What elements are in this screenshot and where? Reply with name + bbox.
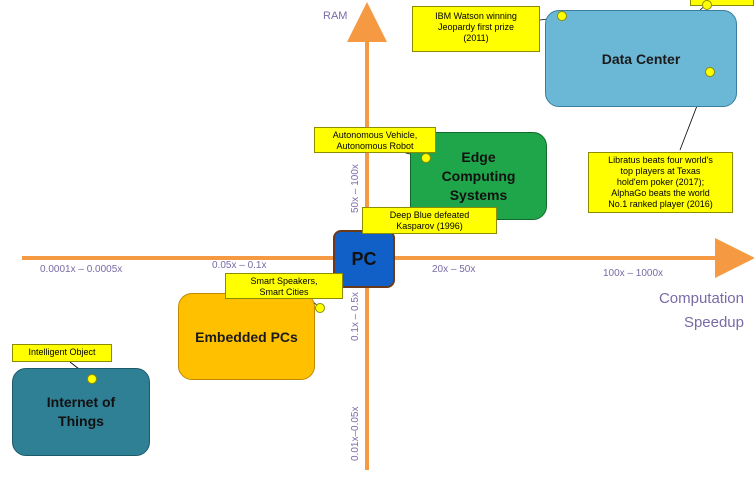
libratus-text-3: hold'em poker (2017); (616, 177, 705, 187)
y-tick-2: 0.1x – 0.5x (350, 292, 361, 341)
edge-computing-node: Edge Computing Systems (410, 132, 547, 220)
pc-label: PC (351, 248, 377, 269)
deepblue-text-1: Deep Blue defeated (389, 210, 470, 220)
libratus-text-4: AlphaGo beats the world (611, 188, 710, 198)
deepblue-text-2: Kasparov (1996) (396, 221, 463, 231)
libratus-text-2: top players at Texas (620, 166, 701, 176)
partial-callout-edge (690, 0, 754, 6)
watson-text-3: (2011) (463, 33, 489, 43)
data-center-node: Data Center (545, 10, 737, 107)
libratus-text-5: No.1 ranked player (2016) (608, 199, 713, 209)
watson-text-1: IBM Watson winning (435, 11, 517, 21)
embedded-label: Embedded PCs (195, 328, 298, 345)
autonomous-text-1: Autonomous Vehicle, (332, 130, 418, 140)
autonomous-anchor-dot (421, 153, 431, 163)
embedded-pcs-node: Embedded PCs (178, 293, 315, 380)
autonomous-text-2: Autonomous Robot (336, 141, 414, 151)
libratus-anchor-dot (705, 67, 715, 77)
x-tick-3: 20x – 50x (432, 264, 476, 275)
x-axis-label-line1: Computation (658, 290, 744, 307)
watson-anchor-dot (557, 11, 567, 21)
iot-label-line1: Internet of (46, 394, 116, 410)
y-tick-3: 0.01x–0.05x (350, 406, 361, 462)
data-center-label: Data Center (601, 50, 681, 67)
deepblue-callout: Deep Blue defeated Kasparov (1996) (362, 207, 497, 234)
y-tick-1: 50x – 100x (350, 164, 361, 213)
libratus-text-1: Libratus beats four world's (608, 155, 713, 165)
speakers-anchor-dot (315, 303, 325, 313)
y-axis-label: RAM (323, 10, 348, 22)
edge-label-line2: Computing (441, 167, 516, 184)
watson-callout: IBM Watson winning Jeopardy first prize … (412, 6, 540, 52)
intelligent-callout: Intelligent Object (12, 344, 112, 362)
iot-node: Internet of Things (12, 368, 150, 456)
topright-anchor-dot (702, 0, 712, 10)
intelligent-anchor-dot (87, 374, 97, 384)
speakers-callout: Smart Speakers, Smart Cities (225, 273, 343, 299)
pc-node: PC (333, 230, 395, 288)
watson-text-2: Jeopardy first prize (437, 22, 515, 32)
autonomous-callout: Autonomous Vehicle, Autonomous Robot (314, 127, 436, 153)
x-tick-1: 0.0001x – 0.0005x (40, 264, 123, 275)
x-axis-label-line2: Speedup (683, 314, 744, 331)
edge-label-line1: Edge (461, 148, 496, 165)
libratus-callout: Libratus beats four world's top players … (588, 152, 733, 213)
speakers-text-2: Smart Cities (259, 287, 309, 297)
x-tick-4: 100x – 1000x (603, 268, 664, 279)
iot-label-line2: Things (58, 413, 104, 429)
intelligent-text: Intelligent Object (28, 347, 96, 357)
x-tick-2: 0.05x – 0.1x (212, 260, 267, 271)
speakers-text-1: Smart Speakers, (250, 276, 318, 286)
edge-label-line3: Systems (449, 186, 508, 203)
